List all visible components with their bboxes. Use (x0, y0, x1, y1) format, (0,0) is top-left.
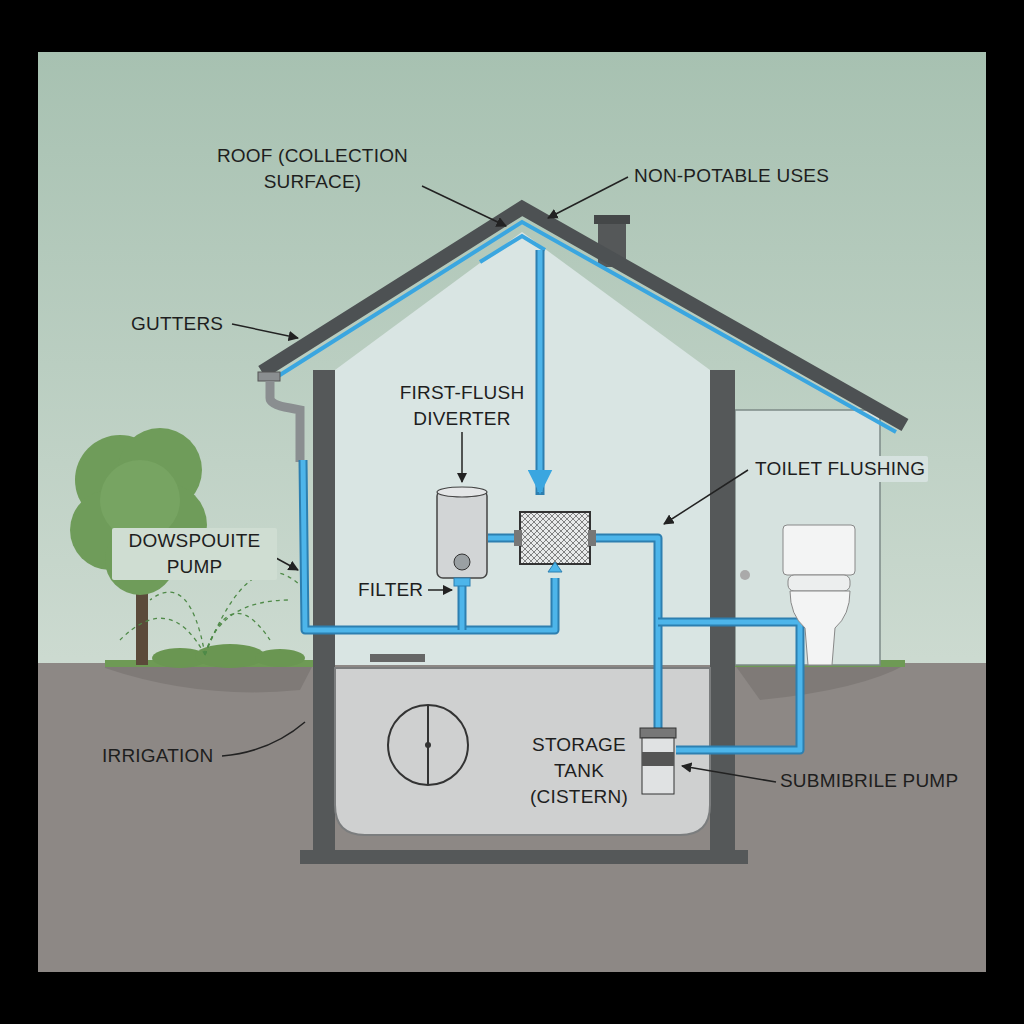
callout-label: STORAGE TANK (CISTERN) (520, 732, 638, 810)
label-slot: STORAGE TANK (CISTERN) (520, 732, 638, 810)
annex-room (735, 410, 880, 665)
foundation (300, 850, 748, 864)
label-slot: NON-POTABLE USES (634, 163, 874, 189)
callout-label: IRRIGATION (102, 743, 227, 769)
soil-mound (105, 665, 313, 692)
label-slot: IRRIGATION (102, 743, 227, 769)
label-slot: GUTTERS (131, 311, 231, 337)
callout-label: NON-POTABLE USES (634, 163, 874, 189)
ground (38, 663, 986, 972)
pipes (303, 250, 800, 750)
gutter (258, 372, 280, 381)
callout-label: FIRST-FLUSH DIVERTER (372, 380, 552, 432)
callout-label: FILTER (358, 577, 428, 603)
submersible-pump (640, 728, 676, 794)
tank-hatch (388, 705, 468, 785)
toilet (740, 525, 855, 665)
callout-label: SUBMIBRILE PUMP (780, 768, 980, 794)
soil-mound (735, 665, 905, 700)
first-flush-diverter (437, 487, 487, 586)
leader-lines (222, 177, 776, 782)
roof (262, 208, 905, 425)
bushes (152, 644, 305, 668)
callout-label: ROOF (COLLECTION SURFACE) (190, 143, 435, 195)
filter-unit (514, 512, 596, 572)
right-wall (710, 370, 735, 850)
label-slot: DOWSPOUITE PUMP (112, 528, 277, 580)
callout-label: TOILET FLUSHING (752, 456, 928, 482)
callout-label: GUTTERS (131, 311, 231, 337)
sky (38, 52, 986, 972)
roof-water-line (272, 222, 896, 432)
callout-label: DOWSPOUITE PUMP (112, 528, 277, 580)
label-slot: TOILET FLUSHING (752, 456, 937, 482)
sprinkler-spray (120, 572, 300, 655)
label-slot: FIRST-FLUSH DIVERTER (372, 380, 552, 432)
left-wall (313, 370, 335, 850)
downspout (270, 381, 300, 462)
label-slot: ROOF (COLLECTION SURFACE) (190, 143, 435, 195)
label-slot: SUBMIBRILE PUMP (780, 768, 980, 794)
roof-collector (480, 236, 545, 262)
tank-hatch (425, 742, 431, 748)
label-slot: FILTER (358, 577, 428, 603)
tank-lid (370, 654, 425, 662)
chimney-cap (594, 215, 630, 224)
